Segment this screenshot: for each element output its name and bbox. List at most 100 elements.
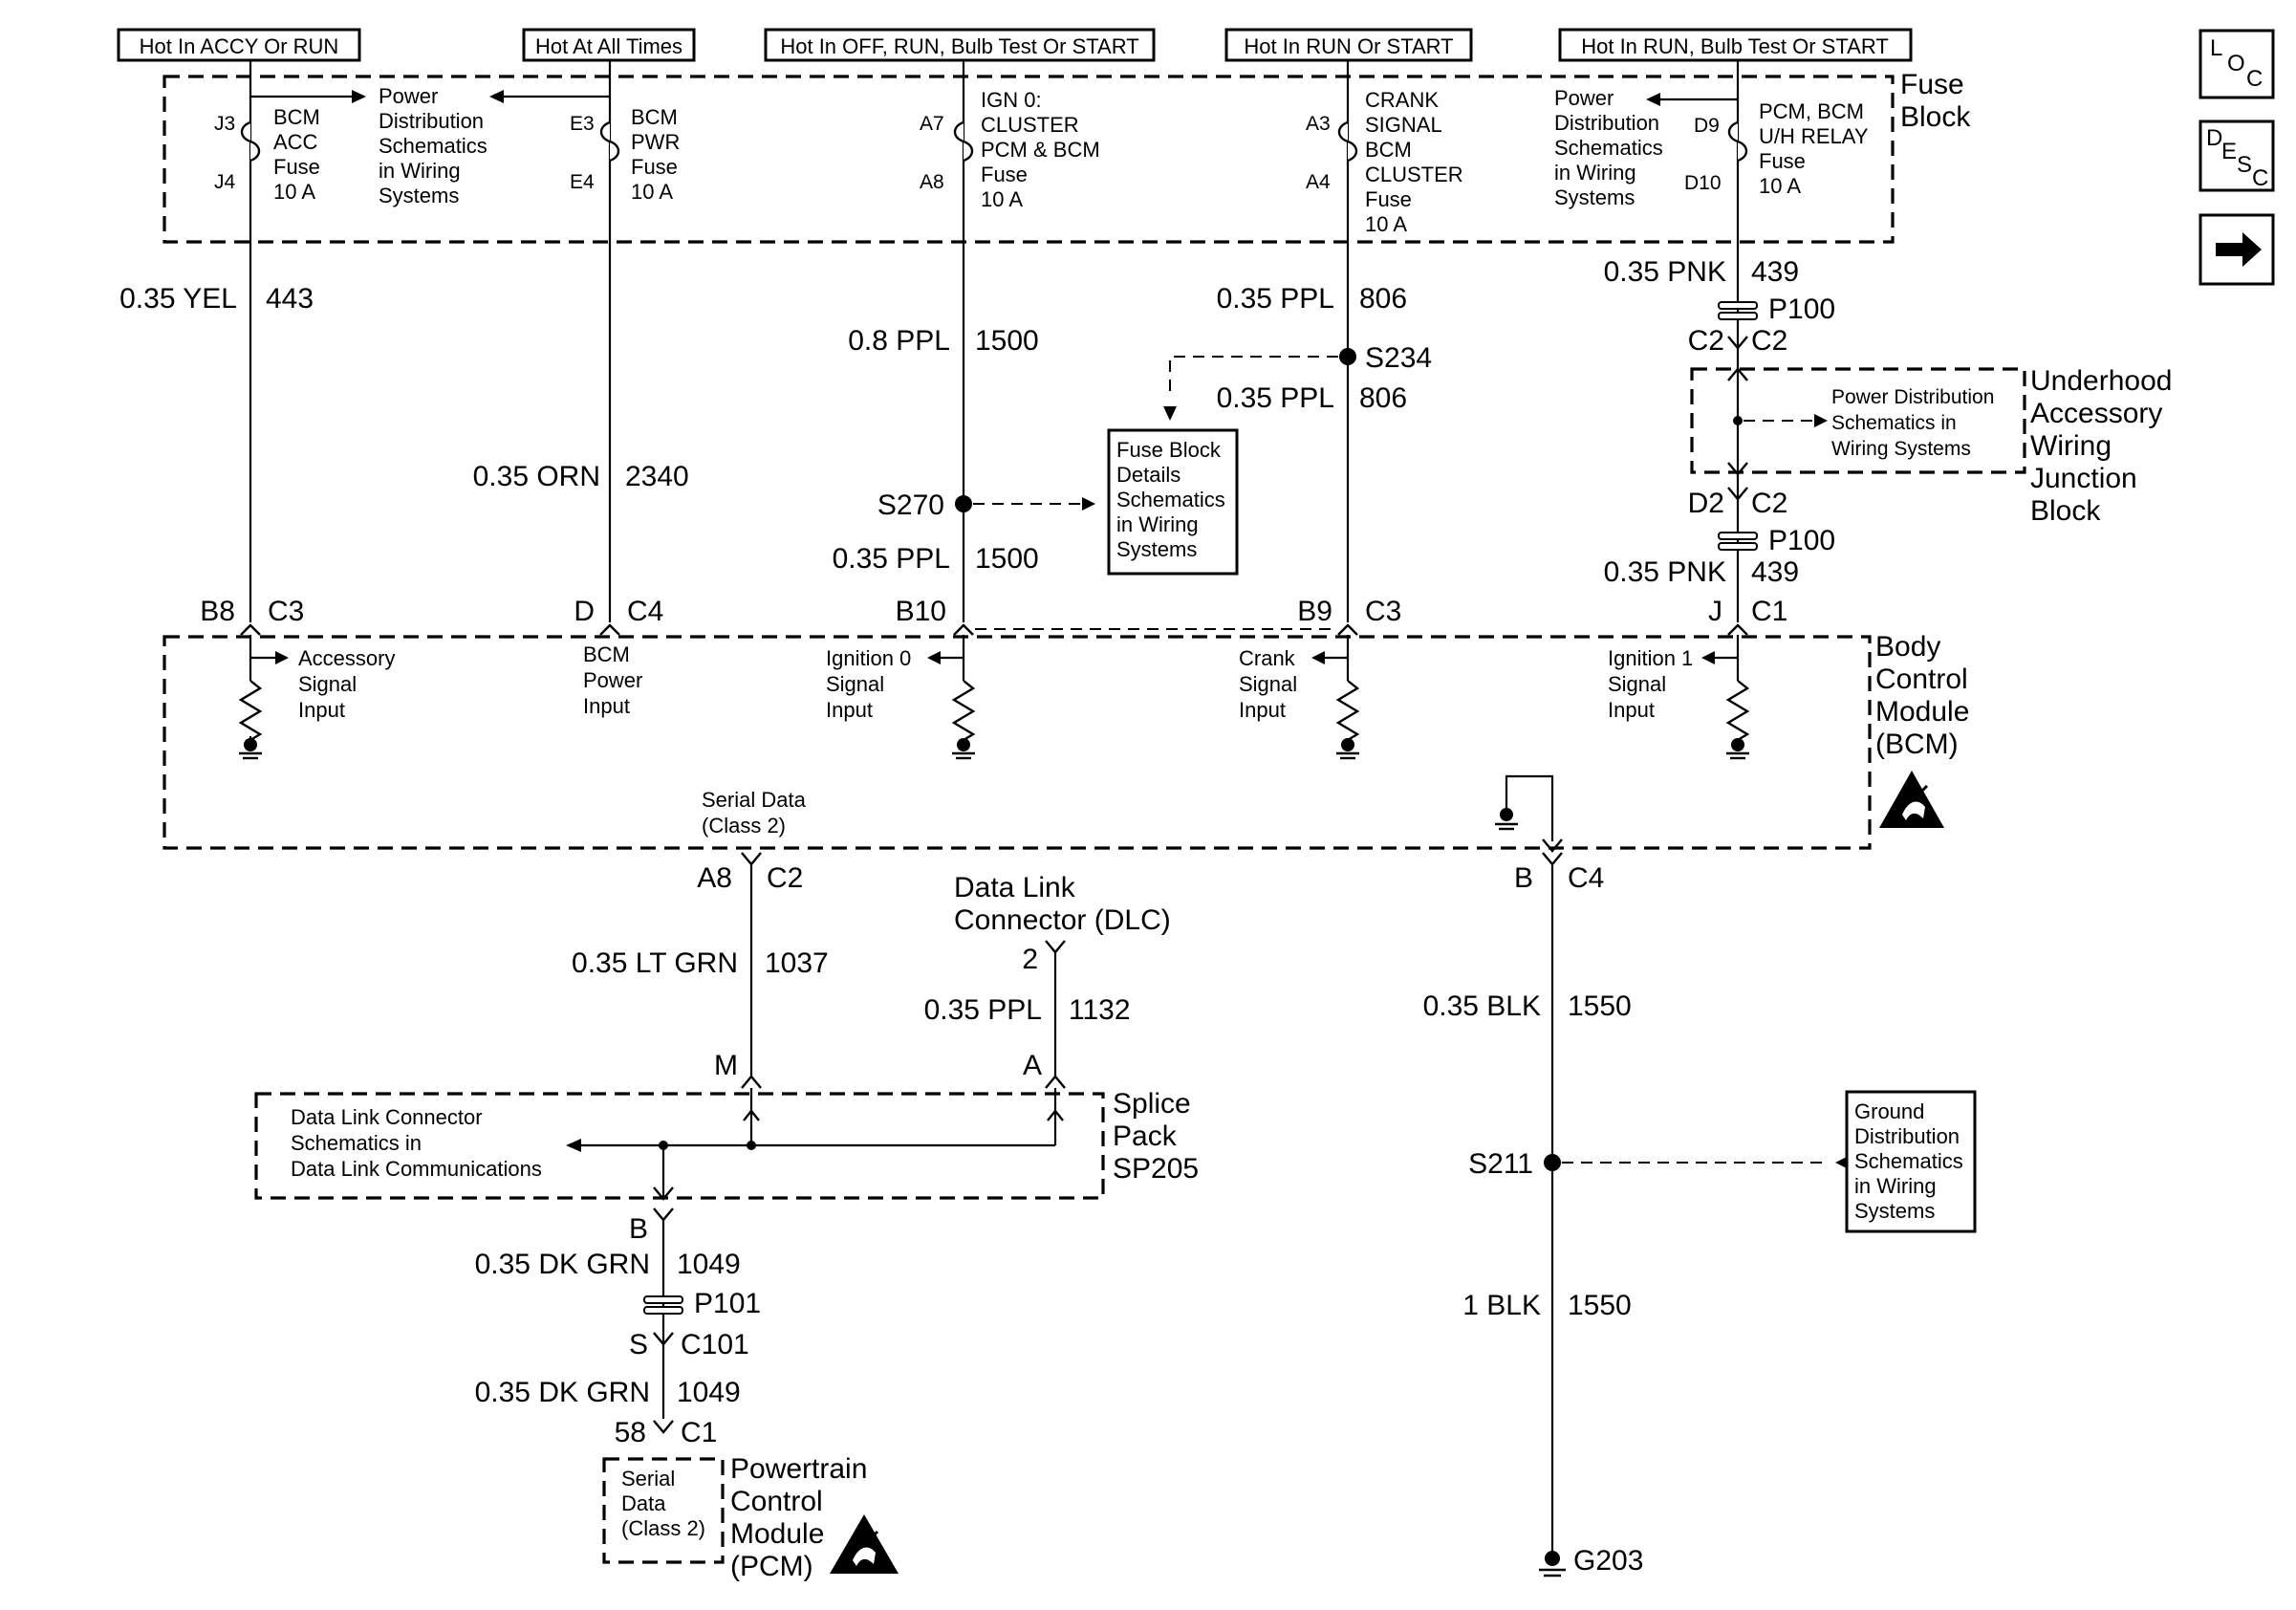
wire-2340-circuit: 2340 [625,461,689,492]
underhood-ref-3: Wiring Systems [1831,438,1971,460]
fuse-block-details-ref-box[interactable]: Fuse Block Details Schematics in Wiring … [1107,428,1239,576]
pcm-title-3: Module [730,1518,824,1550]
fuse-5-pin-bottom: D10 [1684,172,1722,194]
connector-chevron-icon [653,1332,674,1346]
connector-chevron-icon [1542,852,1563,866]
splice-s270-label: S270 [877,490,944,521]
bcm-input-5-label-3: Input [1608,698,1655,722]
connector-d2: D2 [1688,488,1724,519]
bcm-input-1-label-2: Signal [298,672,357,696]
bcm-input-5-label-2: Signal [1608,672,1666,696]
bcm-input-3-label-2: Signal [826,672,884,696]
wire-1132-gauge: 0.35 PPL [924,994,1042,1026]
loc-button-letter-3: C [2246,66,2263,92]
power-source-header-1: Hot In ACCY Or RUN [117,28,361,62]
wire-1049-gauge-top: 0.35 DK GRN [475,1249,650,1280]
wire-2340-gauge: 0.35 ORN [473,461,600,492]
loc-button[interactable]: L O C [2199,29,2275,99]
fuse-4-label-4: CLUSTER [1365,163,1463,186]
bcm-input-1 [238,623,289,760]
splice-s234-ref-line [1169,356,1338,394]
fuse-2-label-2: PWR [631,130,680,154]
desc-button-letter-3: S [2237,152,2252,178]
fuse-4-pin-bottom: A4 [1306,171,1331,193]
dlc-pin: 2 [1022,944,1038,975]
wire-1550-gauge-top: 0.35 BLK [1423,990,1541,1022]
arrow-left-icon [1646,93,1660,106]
fuse-2-label-4: 10 A [631,180,673,204]
fuse-3-label-3: PCM & BCM [981,138,1100,162]
wire-1500-circuit-bottom: 1500 [975,543,1039,575]
connector-p101-label: P101 [694,1288,761,1319]
power-source-header-2-text: Hot At All Times [535,34,682,58]
wire-1550-circuit-top: 1550 [1568,990,1632,1022]
bcm-input-4-label-3: Input [1239,698,1286,722]
fuse-block-title-line1: Fuse [1900,69,1964,100]
power-source-header-4: Hot In RUN Or START [1224,28,1473,62]
connector-chevron-icon [653,1420,674,1434]
underhood-ref-1: Power Distribution [1831,386,1994,408]
connector-chevron-icon [1045,940,1066,954]
wire-1037-gauge: 0.35 LT GRN [572,947,738,979]
fuse-block-outline [162,75,1895,244]
power-source-header-2: Hot At All Times [522,28,696,62]
splice-s270-dot [955,495,972,512]
connector-chevron-icon [1727,336,1748,350]
fuse-2-label-1: BCM [631,105,678,129]
bcm-input-4 [1311,623,1360,760]
bcm-pin-d: D [574,596,595,627]
bcm-input-4-label-1: Crank [1239,646,1296,670]
bcm-internal-ground [1495,774,1563,853]
pcm-title-1: Powertrain [730,1453,867,1485]
bcm-serial-label-2: (Class 2) [702,814,786,838]
fuse-details-ref-2: Details [1116,463,1180,487]
fuse-1-label-3: Fuse [273,155,320,179]
arrow-left-icon [489,90,504,103]
underhood-title-5: Block [2030,495,2101,527]
connector-chevron-icon [653,1208,674,1222]
fuse-4-label-6: 10 A [1365,212,1407,236]
ground-ref-3: Schematics [1854,1149,1963,1173]
ground-ref-1: Ground [1854,1099,1924,1123]
pcm-conn: C1 [681,1417,717,1448]
fuse-block-title-line2: Block [1900,101,1971,133]
desc-button[interactable]: D E S C [2199,120,2275,192]
connector-chevron-icon [1727,367,1748,381]
power-source-header-5-text: Hot In RUN, Bulb Test Or START [1581,34,1889,58]
ground-g203-icon [1539,1551,1566,1577]
underhood-block-outline [1690,367,2026,474]
fuse-4-label-2: SIGNAL [1365,113,1442,137]
connector-c2-right-top: C2 [1751,325,1787,357]
power-source-header-3-text: Hot In OFF, RUN, Bulb Test Or START [780,34,1138,58]
bcm-outline [162,635,1872,850]
ground-distribution-ref-box[interactable]: Ground Distribution Schematics in Wiring… [1845,1090,1977,1233]
pcm-outline [602,1457,725,1564]
wire-439-gauge-top: 0.35 PNK [1604,256,1726,288]
bcm-input-1-label-3: Input [298,698,345,722]
arrow-right-icon [352,90,366,103]
esd-warning-icon [1879,771,1944,828]
bcm-input-3 [927,623,976,760]
bcm-input-2-label-1: BCM [583,642,630,666]
fuse-5-ref-5: Systems [1554,185,1635,209]
splice-pack-outline [254,1092,1105,1200]
underhood-title-1: Underhood [2030,365,2172,397]
fuse-details-ref-1: Fuse Block [1116,438,1222,462]
fuse-3-label-4: Fuse [981,163,1028,186]
splice-pack-bus [566,1088,1064,1201]
wire-1500-gauge-top: 0.8 PPL [848,325,950,357]
next-button[interactable] [2199,213,2275,286]
wire-1550-circuit-bottom: 1550 [1568,1290,1632,1321]
pcm-pin: 58 [615,1417,646,1448]
bcm-gnd-pin: B [1514,862,1533,894]
fuse-5-ref-3: Schematics [1554,136,1663,160]
power-source-header-1-text: Hot In ACCY Or RUN [140,34,339,58]
connector-p101-conn: C101 [681,1329,749,1360]
fuse-1-ref-2: Distribution [379,109,484,133]
bcm-conn-c3-b: C3 [1365,596,1401,627]
bcm-input-3-label-3: Input [826,698,873,722]
pcm-inner-2: Data [621,1491,666,1515]
pcm-inner-3: (Class 2) [621,1516,705,1540]
fuse-1-ref-1: Power [379,84,438,108]
wire-806-gauge-top: 0.35 PPL [1217,283,1334,315]
